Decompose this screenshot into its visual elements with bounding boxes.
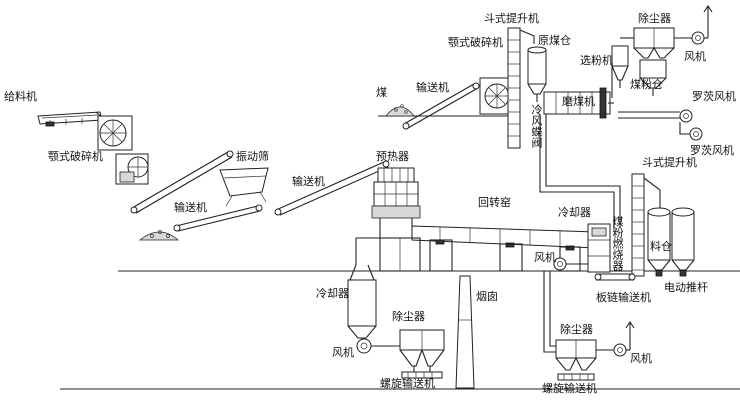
fan-top (674, 5, 713, 45)
fan-lower (356, 338, 404, 354)
dust-collector-lower-label: 除尘器 (392, 309, 425, 323)
raw-coal-bin (527, 46, 547, 102)
bucket-elevator-right (631, 173, 661, 277)
dust-collector-right-label: 除尘器 (560, 322, 593, 336)
roots-blower-1-label: 罗茨风机 (692, 89, 736, 103)
coal-powder-bin-label: 煤粉仓 (630, 77, 663, 91)
bucket-elevator-top-label: 斗式提升机 (484, 11, 539, 25)
material-bin (647, 207, 695, 277)
duct-to-right-collector (543, 271, 556, 353)
conveyor-mid (274, 160, 390, 216)
screw-conveyor-lower-label: 螺旋输送机 (380, 376, 435, 390)
screw-conveyor-right-label: 螺旋输送机 (542, 381, 597, 395)
preheater-label: 预热器 (376, 150, 409, 163)
plate-chain-conveyor-label: 板链输送机 (596, 290, 651, 304)
dust-collector-lower (399, 329, 445, 379)
roots-blower-2 (679, 122, 703, 141)
raw-coal-bin-label: 原煤仓 (538, 33, 571, 47)
conveyor-mid-label: 输送机 (292, 174, 325, 188)
fan-right-label: 风机 (630, 351, 652, 365)
jaw-crusher-left (97, 115, 149, 185)
fan-right (596, 321, 635, 357)
kiln-head (587, 223, 611, 273)
vibrating-screen (219, 167, 269, 207)
cooler-lower (347, 264, 377, 346)
stone-pile (138, 230, 180, 241)
coal-mill-label: 磨煤机 (562, 94, 595, 108)
preheater (371, 167, 421, 238)
air-ducts (539, 49, 680, 228)
rotary-kiln (411, 225, 597, 251)
conveyor-lower-label: 输送机 (174, 200, 207, 214)
roots-blower-2-label: 罗茨风机 (690, 143, 734, 157)
jaw-crusher-coal-label: 颚式破碎机 (448, 35, 503, 49)
dust-collector-right (555, 339, 597, 381)
conveyor-coal (402, 82, 480, 130)
chimney (455, 275, 475, 389)
cold-air-valve-label: 冷风蝶阀 (530, 104, 543, 149)
coal-label: 煤 (376, 86, 387, 99)
fan-mid-label: 风机 (534, 250, 556, 264)
jaw-crusher-left-label: 颚式破碎机 (48, 149, 103, 163)
powder-separator-label: 选粉机 (580, 53, 613, 67)
powder-separator (611, 45, 629, 88)
bucket-elevator-top (507, 27, 535, 149)
conveyor-coal-label: 输送机 (416, 80, 449, 94)
vibrating-screen-label: 振动筛 (236, 149, 269, 163)
roots-blower-1 (679, 109, 693, 123)
plate-chain-conveyor (594, 273, 636, 281)
electric-pusher-label: 电动推杆 (664, 280, 708, 294)
feeder-label: 给料机 (4, 89, 37, 103)
coal-burner-label: 煤粉燃烧器 (611, 216, 624, 272)
fan-lower-label: 风机 (332, 345, 354, 359)
cooler-right-label: 冷却器 (558, 206, 591, 219)
fan-mid (553, 257, 588, 271)
chimney-label: 烟囱 (476, 289, 498, 303)
cooler-lower-label: 冷却器 (316, 287, 349, 300)
conveyor-incline-left (130, 150, 234, 214)
rotary-kiln-label: 回转窑 (478, 195, 511, 209)
dust-collector-top-label: 除尘器 (638, 11, 671, 25)
conveyor-lower (173, 204, 263, 232)
kiln-supports (355, 237, 581, 272)
fan-top-label: 风机 (684, 49, 706, 63)
coal-powder-bin (639, 59, 667, 96)
bucket-elevator-right-label: 斗式提升机 (642, 155, 697, 169)
material-bin-label: 料仓 (650, 239, 672, 253)
coal-mill (543, 87, 614, 119)
coal-pile (385, 104, 415, 117)
